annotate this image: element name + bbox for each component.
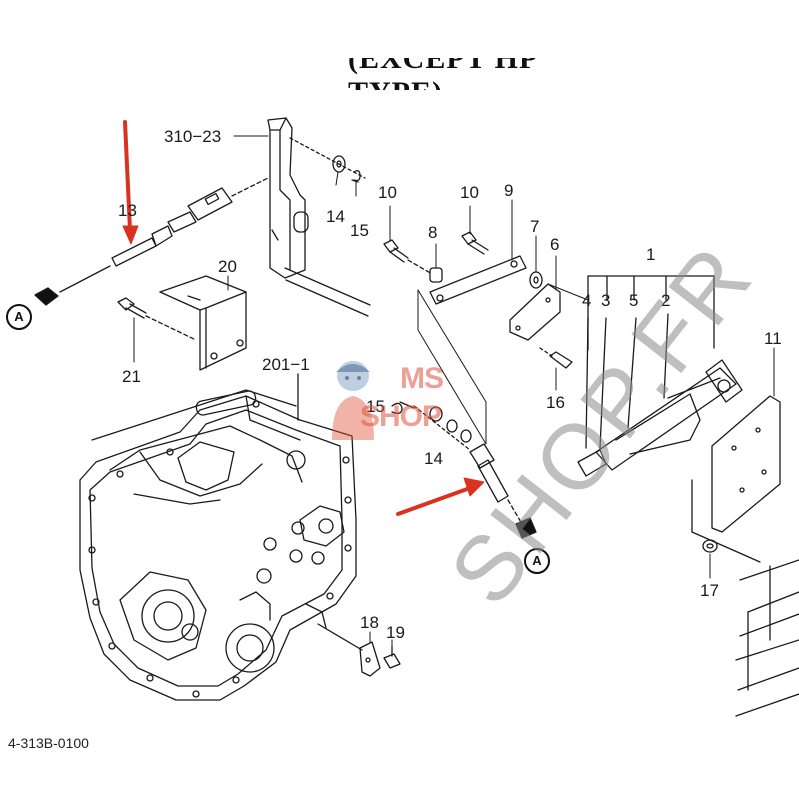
bolt-10-right bbox=[461, 231, 489, 255]
label-7: 7 bbox=[530, 217, 540, 236]
label-2: 2 bbox=[661, 291, 671, 310]
label-201-1: 201−1 bbox=[262, 355, 310, 374]
frame-lower-right bbox=[735, 559, 799, 717]
washer-14-lower bbox=[429, 406, 472, 443]
label-8: 8 bbox=[428, 223, 438, 242]
callout-a-lower: A bbox=[524, 548, 550, 574]
shaft-assembly-1 bbox=[577, 275, 743, 477]
plate-6 bbox=[509, 283, 561, 341]
label-1: 1 bbox=[646, 245, 656, 264]
watermark-logo: MS SHOP bbox=[316, 352, 486, 452]
logo-mascot-icon bbox=[324, 356, 382, 440]
bracket-310-23 bbox=[267, 117, 371, 317]
label-6: 6 bbox=[550, 235, 560, 254]
bolt-16 bbox=[539, 347, 573, 369]
label-10-right: 10 bbox=[460, 183, 479, 202]
plate-9 bbox=[429, 255, 527, 305]
shaft-lower bbox=[413, 405, 523, 525]
label-14-lower: 14 bbox=[424, 449, 443, 468]
marker-a-upper bbox=[34, 287, 59, 306]
bolt-21 bbox=[117, 297, 197, 341]
shaft-13 bbox=[59, 177, 269, 293]
label-15-lower: 15 bbox=[366, 397, 385, 416]
nut-17 bbox=[702, 539, 718, 553]
label-17: 17 bbox=[700, 581, 719, 600]
bracket-20 bbox=[159, 275, 247, 371]
label-14-upper: 14 bbox=[326, 207, 345, 226]
diagram-title: (EXCEPT HP TYPE) bbox=[348, 58, 537, 90]
label-21: 21 bbox=[122, 367, 141, 386]
label-10-left: 10 bbox=[378, 183, 397, 202]
red-arrow-right bbox=[396, 477, 485, 516]
housing-201-1 bbox=[79, 389, 357, 701]
label-16: 16 bbox=[546, 393, 565, 412]
label-13: 13 bbox=[118, 201, 137, 220]
washer-14-upper bbox=[332, 155, 346, 173]
label-9: 9 bbox=[504, 181, 514, 200]
logo-text-ms: MS bbox=[400, 362, 444, 395]
label-310-23: 310−23 bbox=[164, 127, 222, 146]
label-18: 18 bbox=[360, 613, 379, 632]
footer-code: 4-313B-0100 bbox=[8, 738, 89, 750]
callout-a-upper: A bbox=[6, 304, 32, 330]
label-3: 3 bbox=[601, 291, 611, 310]
label-4: 4 bbox=[582, 291, 592, 310]
bracket-18 bbox=[317, 623, 381, 677]
red-arrow-down bbox=[122, 120, 139, 245]
label-15-upper: 15 bbox=[350, 221, 369, 240]
marker-a-lower bbox=[515, 517, 537, 539]
bolt-10-left bbox=[383, 239, 433, 275]
label-5: 5 bbox=[629, 291, 639, 310]
leader-lines bbox=[133, 135, 775, 647]
label-19: 19 bbox=[386, 623, 405, 642]
bolt-19 bbox=[383, 645, 401, 669]
plate-11 bbox=[691, 395, 781, 563]
pin-15-lower bbox=[391, 401, 415, 414]
spacer-8 bbox=[429, 267, 443, 283]
logo-text-shop: SHOP bbox=[360, 400, 442, 433]
washer-7 bbox=[529, 271, 543, 289]
label-20: 20 bbox=[218, 257, 237, 276]
label-11: 11 bbox=[764, 329, 782, 348]
